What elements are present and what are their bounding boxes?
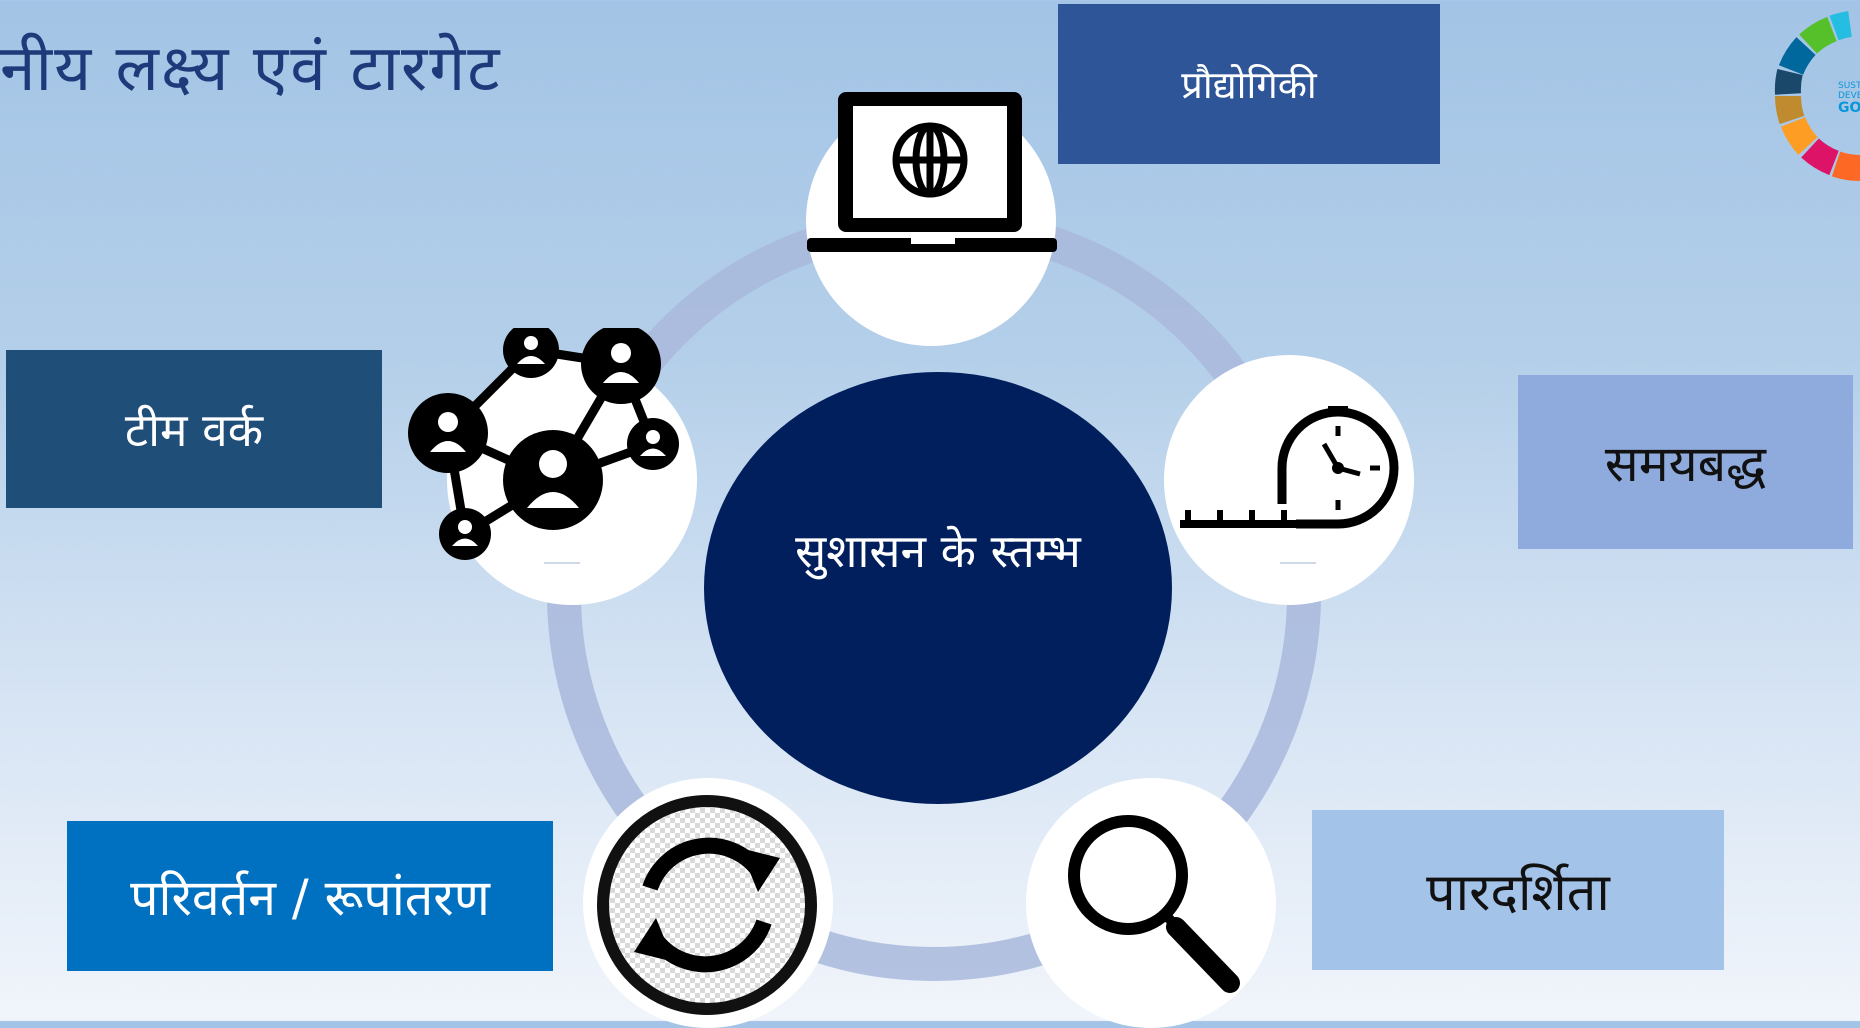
transformation-box: परिवर्तन / रूपांतरण xyxy=(67,821,553,971)
divider xyxy=(1280,562,1316,564)
center-label: सुशासन के स्तम्भ xyxy=(795,523,1081,578)
page-title: नीय लक्ष्य एवं टारगेट xyxy=(0,32,502,106)
sdg-wheel-logo: SUSTAIN DEVELOP GOA xyxy=(1774,11,1860,181)
transparency-box: पारदर्शिता xyxy=(1312,810,1724,970)
teamwork-label: टीम वर्क xyxy=(124,403,264,457)
refresh-icon xyxy=(597,795,817,1015)
sdg-text-2: DEVELOP xyxy=(1838,91,1860,101)
stopwatch-timeline-icon xyxy=(1180,406,1399,529)
divider xyxy=(544,562,580,564)
teamwork-box: टीम वर्क xyxy=(6,350,382,508)
sdg-text-3: GOA xyxy=(1838,100,1860,116)
technology-label: प्रौद्योगिकी xyxy=(1181,63,1317,107)
magnifier-icon xyxy=(1068,815,1240,993)
network-people-icon xyxy=(408,328,679,560)
technology-box: प्रौद्योगिकी xyxy=(1058,4,1440,164)
laptop-globe-icon xyxy=(807,92,1057,252)
timebound-label: समयबद्ध xyxy=(1604,435,1767,493)
sdg-text-1: SUSTAIN xyxy=(1838,81,1860,91)
timebound-box: समयबद्ध xyxy=(1518,375,1853,549)
transparency-label: पारदर्शिता xyxy=(1426,862,1610,923)
transformation-label: परिवर्तन / रूपांतरण xyxy=(130,869,490,927)
center-circle: सुशासन के स्तम्भ xyxy=(704,372,1172,804)
